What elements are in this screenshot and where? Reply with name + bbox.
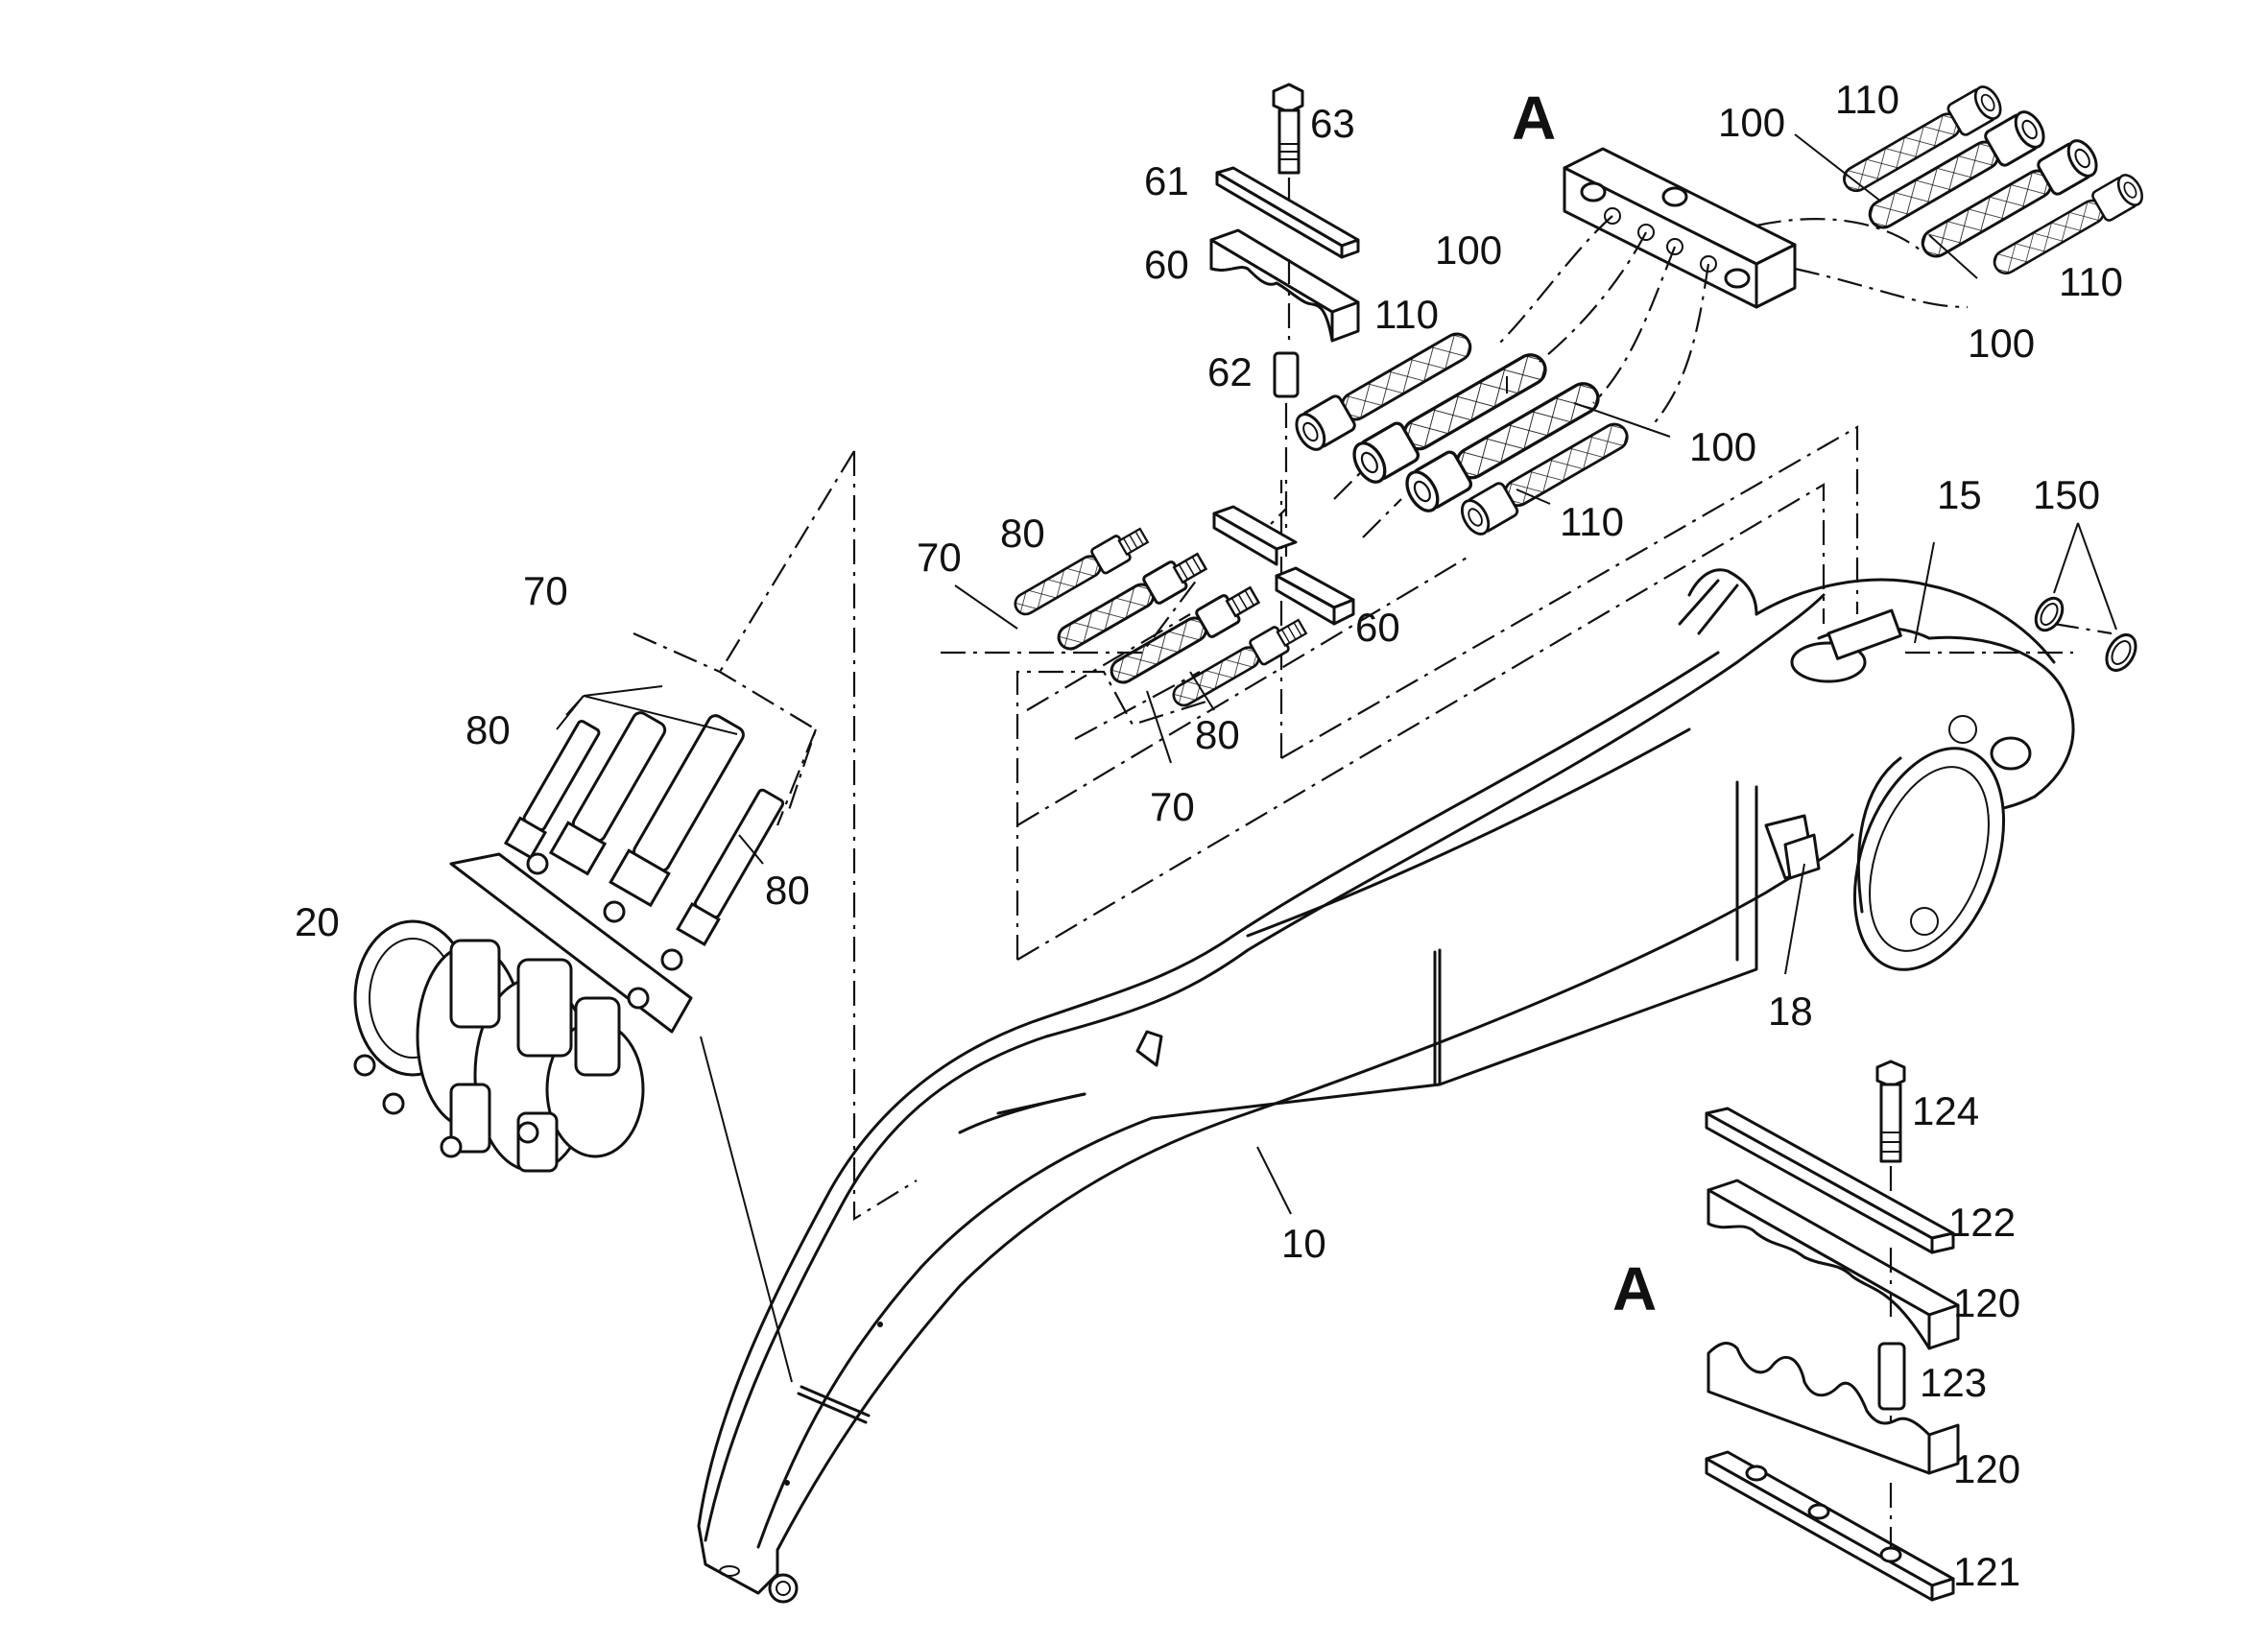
callout-80-mid: 80 bbox=[1000, 511, 1045, 556]
callout-110-tr1: 110 bbox=[1835, 77, 1899, 122]
callout-110-a: 110 bbox=[1374, 292, 1439, 337]
callout-80-mid2: 80 bbox=[1195, 712, 1240, 757]
callout-18: 18 bbox=[1768, 989, 1813, 1034]
left-inset-fittings bbox=[503, 685, 785, 947]
section-mark-a-detail: A bbox=[1612, 1254, 1657, 1323]
callout-60-mid: 60 bbox=[1355, 605, 1400, 650]
callout-100-a: 100 bbox=[1435, 227, 1502, 273]
callout-100-b: 100 bbox=[1689, 424, 1756, 469]
callout-100-tr1: 100 bbox=[1718, 100, 1785, 145]
callout-120-a: 120 bbox=[1953, 1280, 2020, 1325]
callout-70-mid: 70 bbox=[917, 535, 962, 580]
clamp-set-top bbox=[1209, 83, 1360, 557]
detail-a-clamp bbox=[1705, 1060, 1960, 1602]
callout-60-top: 60 bbox=[1144, 242, 1189, 287]
section-mark-a-top: A bbox=[1512, 83, 1556, 153]
callout-70-left: 70 bbox=[523, 568, 568, 613]
callout-10: 10 bbox=[1281, 1221, 1326, 1266]
callout-15: 15 bbox=[1937, 472, 1982, 517]
callout-20: 20 bbox=[295, 899, 340, 944]
bolt-63 bbox=[1272, 83, 1304, 175]
callout-110-b: 110 bbox=[1560, 499, 1624, 544]
callout-100-tr2: 100 bbox=[1968, 321, 2035, 366]
callout-63: 63 bbox=[1310, 101, 1355, 146]
callout-61: 61 bbox=[1144, 158, 1189, 203]
callout-123: 123 bbox=[1920, 1360, 1987, 1405]
clamp-60-middle bbox=[1212, 505, 1355, 626]
callout-70-mid2: 70 bbox=[1150, 784, 1195, 829]
callout-122: 122 bbox=[1948, 1200, 2016, 1245]
callout-62: 62 bbox=[1207, 349, 1253, 394]
callout-80-left2: 80 bbox=[765, 868, 810, 913]
callout-124: 124 bbox=[1912, 1088, 1979, 1133]
callout-80-left: 80 bbox=[466, 707, 511, 752]
boom-arm bbox=[697, 568, 2075, 1604]
callout-120-b: 120 bbox=[1953, 1446, 2020, 1491]
leader-lines bbox=[556, 133, 1978, 1215]
rotary-joint-20 bbox=[353, 852, 693, 1173]
o-rings-150 bbox=[2034, 522, 2137, 672]
callout-110-tr2: 110 bbox=[2059, 259, 2123, 304]
callout-150: 150 bbox=[2033, 472, 2100, 517]
callout-121: 121 bbox=[1953, 1549, 2020, 1594]
block-a-upper bbox=[1563, 147, 1797, 309]
